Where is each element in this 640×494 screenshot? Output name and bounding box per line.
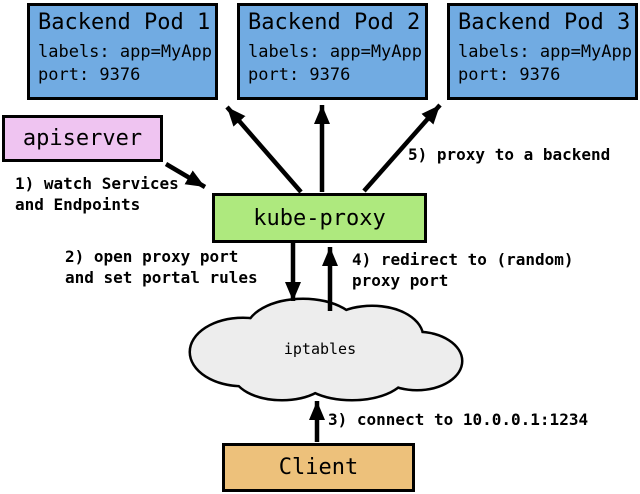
iptables-cloud-shape [188,297,464,402]
step-label-5: 5) proxy to a backend [408,145,611,164]
node-kube-proxy: kube-proxy [212,193,427,243]
backend-pod-1-title: Backend Pod 1 [38,10,211,35]
kube-proxy-title: kube-proxy [253,205,386,231]
node-backend-pod-3: Backend Pod 3 labels: app=MyApp port: 93… [447,3,638,100]
step-label-2: 2) open proxy port and set portal rules [65,247,258,287]
arrow-kubeproxy-to-pod3 [362,103,442,193]
backend-pod-3-title: Backend Pod 3 [458,10,631,35]
step-label-3: 3) connect to 10.0.0.1:1234 [328,410,589,429]
node-backend-pod-2: Backend Pod 2 labels: app=MyApp port: 93… [237,3,428,100]
step-label-4: 4) redirect to (random) proxy port [352,250,574,290]
backend-pod-1-labels: labels: app=MyApp [38,42,212,62]
step-label-1: 1) watch Services and Endpoints [15,174,179,214]
arrow-apiserver-to-kubeproxy [164,162,207,189]
backend-pod-2-title: Backend Pod 2 [248,10,421,35]
backend-pod-2-labels: labels: app=MyApp [248,42,422,62]
client-title: Client [278,455,359,480]
backend-pod-3-port: port: 9376 [458,65,561,85]
node-apiserver: apiserver [2,115,163,162]
apiserver-title: apiserver [22,126,143,151]
node-backend-pod-1: Backend Pod 1 labels: app=MyApp port: 93… [27,3,218,100]
node-client: Client [222,443,415,492]
backend-pod-1-port: port: 9376 [38,65,141,85]
iptables-label: iptables [283,340,357,358]
arrow-kubeproxy-to-pod1 [225,105,303,194]
backend-pod-3-labels: labels: app=MyApp [458,42,632,62]
backend-pod-2-port: port: 9376 [248,65,351,85]
